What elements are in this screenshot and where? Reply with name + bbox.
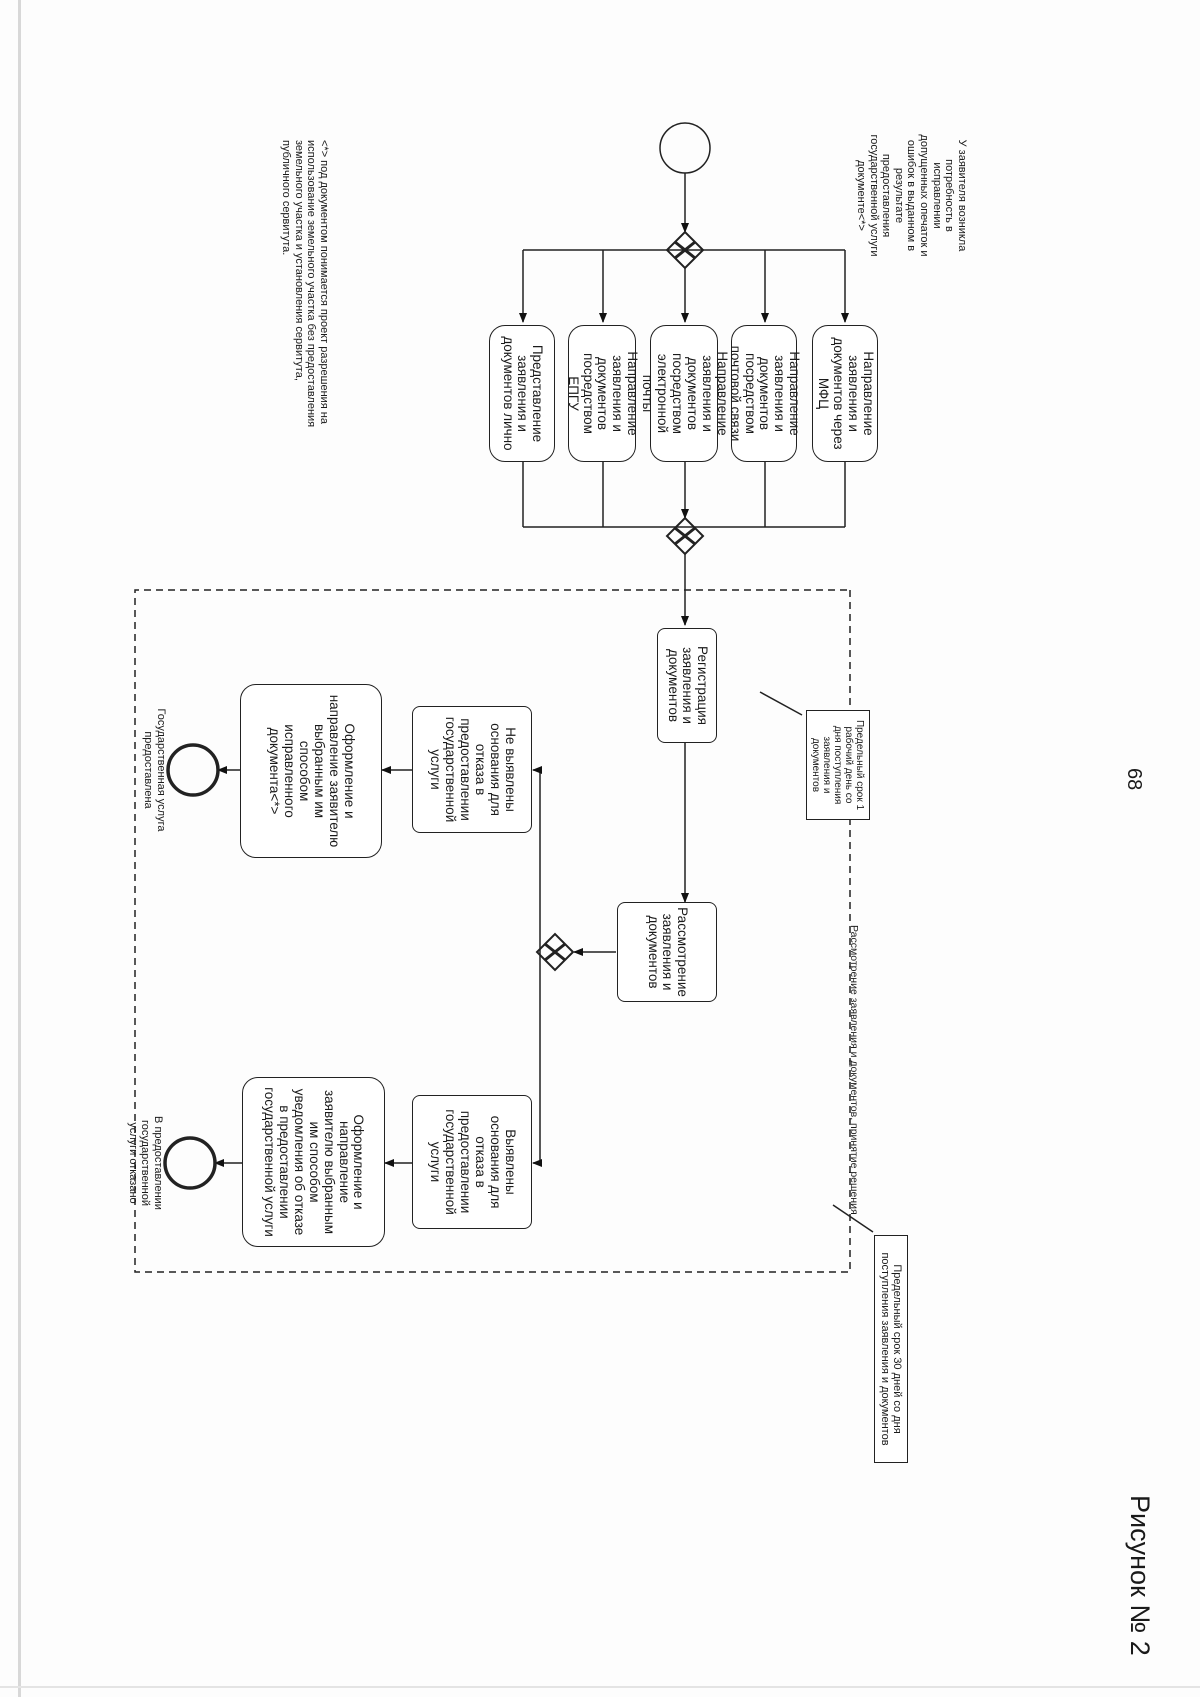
registration-callout-leader xyxy=(759,691,803,716)
task-grounds-for-refusal: Выявлены основания для отказа в предоста… xyxy=(412,1095,532,1229)
task-registration: Регистрация заявления и документов xyxy=(657,628,717,743)
decision-gateway xyxy=(535,932,575,972)
start-event xyxy=(659,122,711,174)
end-label-service-refused: В предоставлении государственной услуги … xyxy=(126,1116,164,1210)
task-submit-via-epgu: Направление заявления и документов посре… xyxy=(566,325,640,462)
footnote-text: <*> под документом понимается проект раз… xyxy=(280,140,330,428)
task-issue-corrected-document: Оформление и направление заявителю выбра… xyxy=(240,684,382,858)
task-submit-by-email: Направление заявления и документов посре… xyxy=(640,325,730,462)
page-number: 68 xyxy=(1123,768,1145,791)
task-submit-via-mfc: Направление заявления и документов через… xyxy=(812,325,878,462)
merge-gateway-x-mark xyxy=(674,526,696,546)
end-label-service-provided: Государственная услуга предоставлена xyxy=(142,708,167,832)
end-event-service-provided xyxy=(166,743,220,797)
task-issue-refusal-notice: Оформление и направление заявителю выбра… xyxy=(242,1077,385,1247)
group-deadline-callout: Предельный срок 30 дней со дня поступлен… xyxy=(874,1235,908,1463)
start-condition-label: У заявителя возникла потребность в испра… xyxy=(854,134,968,257)
scan-binding-edge xyxy=(18,0,21,1697)
figure-caption: Рисунок № 2 xyxy=(1125,1495,1155,1656)
scan-bottom-edge xyxy=(0,1686,1200,1688)
end-event-service-refused xyxy=(163,1136,217,1190)
group-callout-leader xyxy=(832,1204,874,1233)
task-no-grounds-for-refusal: Не выявлены основания для отказа в предо… xyxy=(412,706,532,833)
task-review: Рассмотрение заявления и документов xyxy=(617,902,717,1002)
review-group-box xyxy=(134,589,851,1273)
merge-gateway xyxy=(665,516,705,556)
group-label: Рассмотрение заявления и документов, при… xyxy=(848,925,860,1215)
task-submit-in-person: Представление заявления и документов лич… xyxy=(489,325,555,462)
task-submit-by-post: Направление заявления и документов посре… xyxy=(728,325,802,462)
registration-deadline-callout: Предельный срок 1 рабочий день со дня по… xyxy=(806,710,870,820)
decision-gateway-x-mark xyxy=(544,942,566,962)
